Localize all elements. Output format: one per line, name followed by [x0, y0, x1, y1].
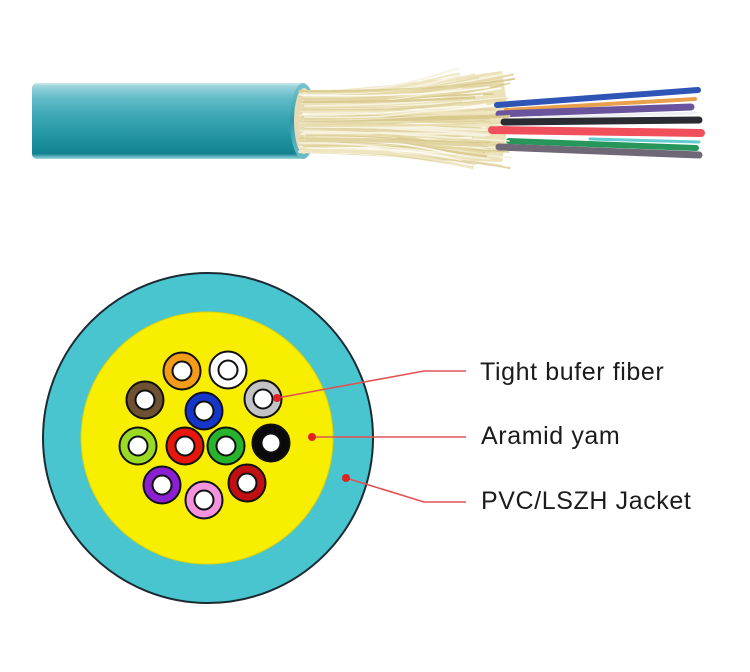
- loose-fiber-gray: [495, 143, 703, 159]
- yarn-strand: [299, 142, 491, 160]
- yarn-strand: [303, 86, 492, 102]
- label-aramid-yarn: Aramid yam: [481, 421, 621, 450]
- yarn-strand: [303, 109, 436, 119]
- buffer-fiber-hole-silver: [252, 388, 274, 410]
- cable-jacket: [32, 83, 305, 159]
- yarn-strand: [300, 110, 494, 121]
- callout-dot-1: [308, 433, 316, 441]
- yarn-strand: [306, 147, 462, 161]
- yarn-strand: [302, 131, 486, 137]
- yarn-strand: [300, 83, 461, 100]
- yarn-strand: [305, 134, 505, 148]
- yarn-strand: [301, 99, 503, 109]
- buffer-fiber-black: [251, 423, 291, 463]
- cross-section: [42, 272, 374, 604]
- buffer-fiber-white: [208, 350, 248, 390]
- buffer-fiber-orange: [162, 351, 202, 391]
- yarn-strand: [298, 77, 516, 93]
- buffer-fiber-blue: [184, 391, 224, 431]
- buffer-fiber-hole-red: [174, 435, 196, 457]
- buffer-fiber-hole-lime: [127, 435, 149, 457]
- buffer-fiber-brown: [125, 380, 165, 420]
- aramid-circle: [80, 311, 334, 565]
- loose-fiber-red: [488, 126, 705, 137]
- buffer-fiber-hole-black: [260, 432, 282, 454]
- loose-fiber-orange: [504, 97, 697, 112]
- loose-fiber-aqua: [588, 137, 701, 144]
- yarn-strand: [303, 126, 474, 139]
- loose-fiber-black: [500, 116, 703, 126]
- yarn-strand: [299, 121, 490, 127]
- yarn-strand: [300, 140, 489, 148]
- yarn-strand: [301, 86, 490, 97]
- buffer-fiber-hole-pink: [193, 489, 215, 511]
- yarn-strand: [306, 76, 480, 94]
- yarn-strand: [301, 87, 463, 104]
- loose-fiber-violet: [495, 103, 695, 118]
- aramid-yarn-over: [298, 76, 516, 170]
- yarn-strand: [299, 130, 510, 142]
- label-pvc-lszh-jacket: PVC/LSZH Jacket: [481, 486, 692, 515]
- buffer-fiber-circles: [118, 350, 291, 520]
- loose-fiber-green: [506, 138, 699, 151]
- yarn-strand: [302, 96, 476, 104]
- buffer-fiber-pink: [184, 480, 224, 520]
- yarn-strand: [298, 150, 474, 170]
- callout-dot-2: [342, 474, 350, 482]
- callout-line-0: [276, 370, 466, 399]
- label-tight-bufer-fiber: Tight bufer fiber: [480, 357, 665, 386]
- yarn-strand: [305, 96, 511, 111]
- buffer-fiber-red: [165, 426, 205, 466]
- yarn-strand: [302, 152, 476, 169]
- loose-fibers: [488, 87, 705, 159]
- loose-fiber-white: [522, 111, 699, 120]
- buffer-fiber-dark-red: [227, 463, 267, 503]
- buffer-fiber-silver: [243, 379, 283, 419]
- buffer-fiber-hole-dark-red: [236, 472, 258, 494]
- yarn-strand: [299, 106, 465, 117]
- yarn-strand: [301, 101, 463, 112]
- loose-fiber-blue: [494, 87, 701, 108]
- buffer-fiber-hole-white: [217, 359, 239, 381]
- buffer-fiber-green: [206, 426, 246, 466]
- buffer-fiber-hole-brown: [134, 389, 156, 411]
- cable-photo: [32, 67, 705, 170]
- buffer-fiber-hole-violet: [151, 474, 173, 496]
- buffer-fiber-hole-green: [215, 435, 237, 457]
- callout-dot-0: [273, 394, 281, 402]
- buffer-fiber-violet: [142, 465, 182, 505]
- buffer-fiber-hole-orange: [171, 360, 193, 382]
- callout-lines: [273, 370, 466, 503]
- callout-line-2: [345, 477, 466, 503]
- buffer-fiber-lime: [118, 426, 158, 466]
- buffer-fiber-hole-blue: [193, 400, 215, 422]
